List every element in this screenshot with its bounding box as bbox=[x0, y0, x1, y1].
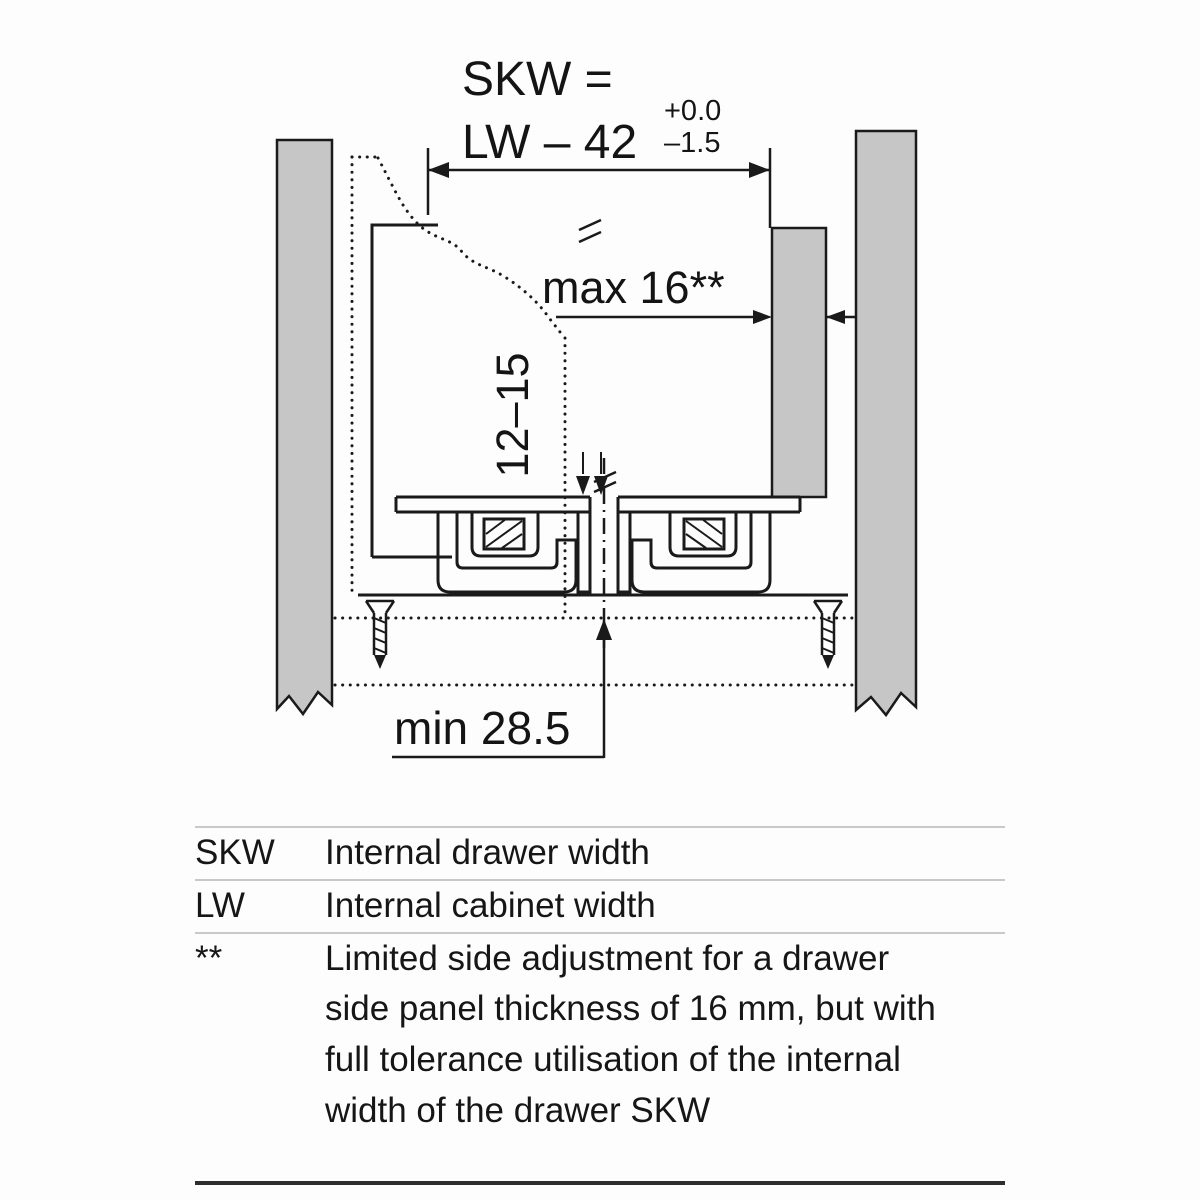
dim-12-15-label: 12–15 bbox=[487, 352, 538, 477]
legend-def-asterisks: Limited side adjustment for a drawer sid… bbox=[325, 938, 936, 1130]
legend-term-lw: LW bbox=[195, 885, 245, 925]
dimension-min-28-5 bbox=[392, 619, 612, 759]
dimension-12-15 bbox=[576, 452, 608, 495]
legend-row-asterisks: ** Limited side adjustment for a drawer … bbox=[195, 931, 1005, 1137]
drawer-side-left-outline bbox=[370, 223, 452, 559]
tolerance-upper-label: +0.0 bbox=[664, 95, 721, 127]
max16-label: max 16** bbox=[542, 262, 725, 313]
legend-def-skw: Internal drawer width bbox=[325, 833, 650, 872]
drawer-bottom bbox=[394, 495, 802, 514]
drawer-side-panel bbox=[770, 226, 828, 499]
screw-left-icon bbox=[364, 599, 396, 669]
installation-cross-section-diagram: SKW = LW – 42 +0.0 –1.5 max 16** 12–15 m… bbox=[275, 53, 918, 759]
legend-term-skw: SKW bbox=[195, 833, 275, 872]
dimension-skw bbox=[426, 148, 772, 228]
break-marks bbox=[578, 218, 617, 494]
runner-right bbox=[616, 510, 772, 594]
hidden-lines bbox=[333, 155, 855, 687]
formula-line2-label: LW – 42 bbox=[462, 116, 637, 169]
legend-row-lw: LW Internal cabinet width bbox=[195, 878, 1005, 932]
legend-def-lw: Internal cabinet width bbox=[325, 885, 656, 925]
legend-table: SKW Internal drawer width LW Internal ca… bbox=[195, 826, 1005, 1137]
runner-left bbox=[436, 510, 592, 594]
cabinet-side-left bbox=[275, 138, 334, 717]
screw-right-icon bbox=[812, 599, 844, 669]
runner-left-roller bbox=[482, 517, 526, 551]
legend-row-skw: SKW Internal drawer width bbox=[195, 826, 1005, 879]
min-28-5-label: min 28.5 bbox=[394, 702, 570, 754]
formula-line1-label: SKW = bbox=[462, 53, 613, 106]
bottom-rule bbox=[195, 1181, 1005, 1185]
runner-right-roller bbox=[682, 517, 726, 551]
dimension-max16 bbox=[556, 310, 856, 324]
break-wave-line bbox=[376, 156, 566, 340]
tolerance-lower-label: –1.5 bbox=[664, 127, 720, 159]
legend-term-asterisks: ** bbox=[195, 938, 223, 978]
cabinet-side-right bbox=[854, 129, 918, 718]
